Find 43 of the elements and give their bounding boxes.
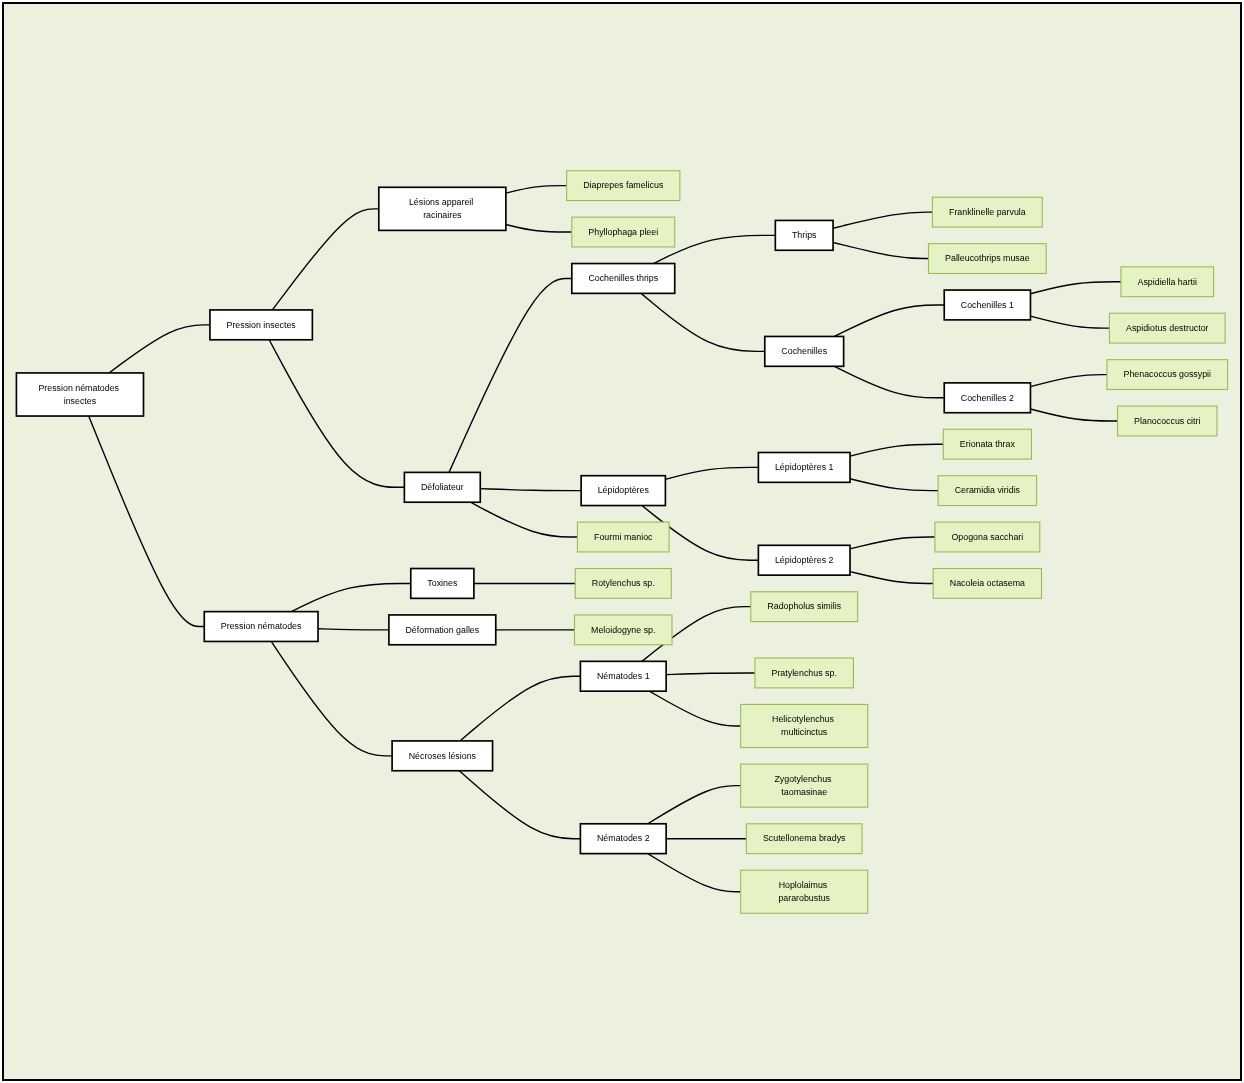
node-box: Hoplolaimus pararobustus: [740, 869, 869, 914]
node-box: Opogona sacchari: [934, 521, 1041, 552]
connector: [88, 414, 205, 627]
node-box: Déformation galles: [388, 613, 497, 646]
node-box: Scutellonema bradys: [745, 822, 863, 854]
node-box: Meloidogyne sp.: [573, 613, 673, 645]
node-box: Aspidiotus destructor: [1108, 312, 1226, 344]
node-box: Lépidoptères: [580, 474, 667, 506]
node-box: Lépidoptères 1: [757, 451, 851, 483]
node-box: Zygotylenchus taomasinae: [740, 763, 869, 808]
node-box: Défoliateur: [403, 471, 482, 503]
connector: [833, 365, 945, 398]
node-box: Nématodes 1: [579, 660, 667, 692]
node-box: Phyllophaga pleei: [571, 216, 676, 247]
node-box: Pratylenchus sp.: [754, 656, 854, 688]
node-box: Cochenilles 2: [943, 381, 1032, 414]
node-box: Pression insectes: [209, 308, 314, 341]
connector: [473, 582, 576, 584]
node-box: Cochenilles 1: [943, 288, 1032, 321]
node-box: Planococcus citri: [1116, 405, 1218, 436]
node-box: Nacoleia octasema: [932, 567, 1043, 599]
node-box: Ceramidia viridis: [937, 474, 1038, 506]
node-box: Phenacoccus gossypii: [1106, 358, 1229, 390]
node-box: Helicotylenchus multicinctus: [740, 703, 869, 748]
node-box: Thrips: [774, 219, 834, 251]
node-box: Nématodes 2: [579, 822, 667, 854]
node-box: Nécroses lésions: [391, 739, 494, 772]
node-box: Franklinelle parvula: [931, 196, 1043, 228]
node-box: Palleucothrips musae: [927, 242, 1047, 274]
node-box: Cochenilles thrips: [570, 262, 676, 294]
node-box: Lésions appareil racinaires: [377, 185, 507, 231]
node-box: Pression nématodes insectes: [15, 371, 145, 417]
node-box: Erionata thrax: [942, 428, 1032, 460]
node-box: Cochenilles: [763, 335, 845, 367]
connector: [270, 640, 393, 756]
node-box: Diaprepes famelicus: [566, 169, 681, 201]
node-box: Rotylenchus sp.: [574, 567, 672, 599]
node-box: Toxines: [409, 567, 475, 599]
node-box: Lépidoptères 2: [757, 544, 851, 576]
node-box: Radopholus similis: [750, 590, 859, 622]
node-box: Pression nématodes: [203, 610, 319, 642]
node-box: Aspidiella hartii: [1120, 265, 1215, 297]
node-box: Fourmi manioc: [576, 521, 670, 552]
